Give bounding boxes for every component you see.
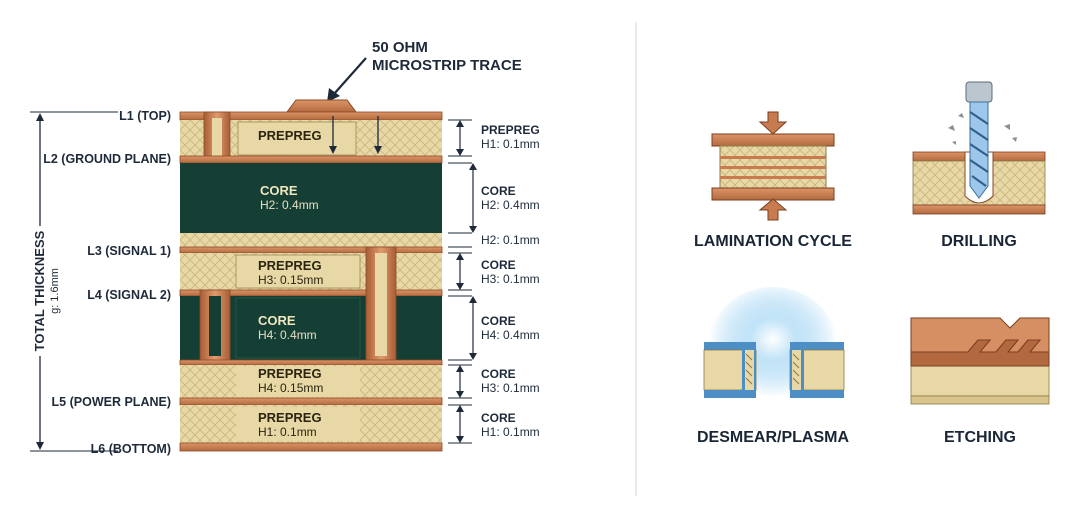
prepreg-6-label: PREPREG [258,410,322,425]
dim-6-value: H3: 0.1mm [481,381,540,395]
copper-under-core-4 [179,359,443,366]
lamination-caption: LAMINATION CYCLE [694,233,852,250]
copper-l2 [179,155,443,164]
layer-dimensions: PREPREG H1: 0.1mm CORE H2: 0.4mm H2: 0.1… [448,119,540,444]
layer-label-l6: L6 (BOTTOM) [91,442,171,456]
callout-arrowhead [327,88,340,102]
dim-2-value: H2: 0.4mm [481,198,540,212]
etch-substrate [910,365,1050,397]
core-4-label: CORE [258,313,296,328]
copper-l3 [179,246,443,254]
layer-label-l4: L4 (SIGNAL 2) [87,288,171,302]
field-arrow-1 [329,146,337,154]
prepreg-5-inner [236,366,360,397]
lam-foil-3 [720,176,826,179]
press-arrow-down [758,111,788,135]
dim-4-name: CORE [481,258,516,272]
etch-copper-side [910,339,1050,367]
prepreg-6-inner [236,407,360,441]
desmear-right-hatch [792,353,800,385]
prepreg-3-label: PREPREG [258,258,322,273]
layer-label-l1: L1 (TOP) [119,109,171,123]
layer-labels: L1 (TOP) L2 (GROUND PLANE) L3 (SIGNAL 1)… [43,109,171,456]
via-top-hole [212,118,222,158]
desmear-caption: DESMEAR/PLASMA [697,429,849,446]
prepreg-3-height: H3: 0.15mm [258,273,323,287]
drilling-caption: DRILLING [941,233,1017,250]
callout-line1: 50 OHM [372,39,428,56]
via-left-hole [209,296,221,356]
press-arrow-up [758,198,788,221]
total-thickness-value: g: 1.6mm [49,268,61,314]
desmear-right-wall-inner [792,350,801,390]
drill-board-bottom-copper [912,204,1046,215]
core-4-inner [235,297,361,359]
dim-5-name: CORE [481,314,516,328]
total-thickness-label: TOTAL THICKNESS [32,230,47,351]
prepreg-6-height: H1: 0.1mm [258,425,317,439]
lam-bottom-plate [711,187,835,201]
microstrip-trace [286,99,357,113]
drill-chips [948,113,1017,145]
layer-label-l5: L5 (POWER PLANE) [52,395,171,409]
lam-foil-1 [720,156,826,159]
desmear-icon: DESMEAR/PLASMA [697,287,849,446]
etch-substrate-edge [910,395,1050,405]
stackup: PREPREG CORE H2: 0.4mm PREPREG H3: 0.15m… [179,99,443,452]
callout-line2: MICROSTRIP TRACE [372,57,522,74]
drilling-icon: DRILLING [912,81,1046,250]
copper-l5 [179,397,443,406]
desmear-left-top-edge [704,342,756,350]
prepreg-thin-band [180,233,442,247]
via-right-hole [375,253,387,356]
dim-2-name: CORE [481,184,516,198]
prepreg-5-height: H4: 0.15mm [258,381,323,395]
prepreg-3-inner [235,254,361,289]
total-arrow-up [36,113,44,121]
dim-6-arrows [456,365,464,398]
dim-5-arrows [469,296,477,360]
core-2-height: H2: 0.4mm [260,198,319,212]
layer-label-l3: L3 (SIGNAL 1) [87,244,171,258]
total-arrow-down [36,442,44,450]
dim-7-value: H1: 0.1mm [481,425,540,439]
desmear-right-bottom-edge [790,390,844,398]
lam-foil-2 [720,166,826,169]
callout-leader-line [333,57,367,95]
field-arrow-2 [374,146,382,154]
layer-label-l2: L2 (GROUND PLANE) [43,152,171,166]
etching-icon: ETCHING [910,317,1050,446]
microstrip-callout: 50 OHM MICROSTRIP TRACE [327,39,522,102]
drill-chuck [965,81,993,103]
dim-7-name: CORE [481,411,516,425]
lamination-icon: LAMINATION CYCLE [694,111,852,250]
copper-l6 [179,442,443,452]
dim-6-name: CORE [481,367,516,381]
drill-flutes [969,111,989,187]
dim-4-value: H3: 0.1mm [481,272,540,286]
core-layer-2 [180,163,442,233]
desmear-left-hatch [745,353,753,385]
etching-caption: ETCHING [944,429,1016,446]
lam-top-plate [711,133,835,147]
desmear-left-wall-inner [745,350,754,390]
dim-1-value: H1: 0.1mm [481,137,540,151]
prepreg-1-label: PREPREG [258,128,322,143]
total-thickness: TOTAL THICKNESS g: 1.6mm [30,111,118,452]
desmear-right-top-edge [790,342,844,350]
dim-1-name: PREPREG [481,123,540,137]
desmear-left-bottom-edge [704,390,756,398]
prepreg-5-label: PREPREG [258,366,322,381]
core-2-label: CORE [260,183,298,198]
prepreg-1-inner [237,121,357,156]
core-4-height: H4: 0.4mm [258,328,317,342]
dim-3-value: H2: 0.1mm [481,233,540,247]
dim-5-value: H4: 0.4mm [481,328,540,342]
dim-2-arrows [469,163,477,233]
